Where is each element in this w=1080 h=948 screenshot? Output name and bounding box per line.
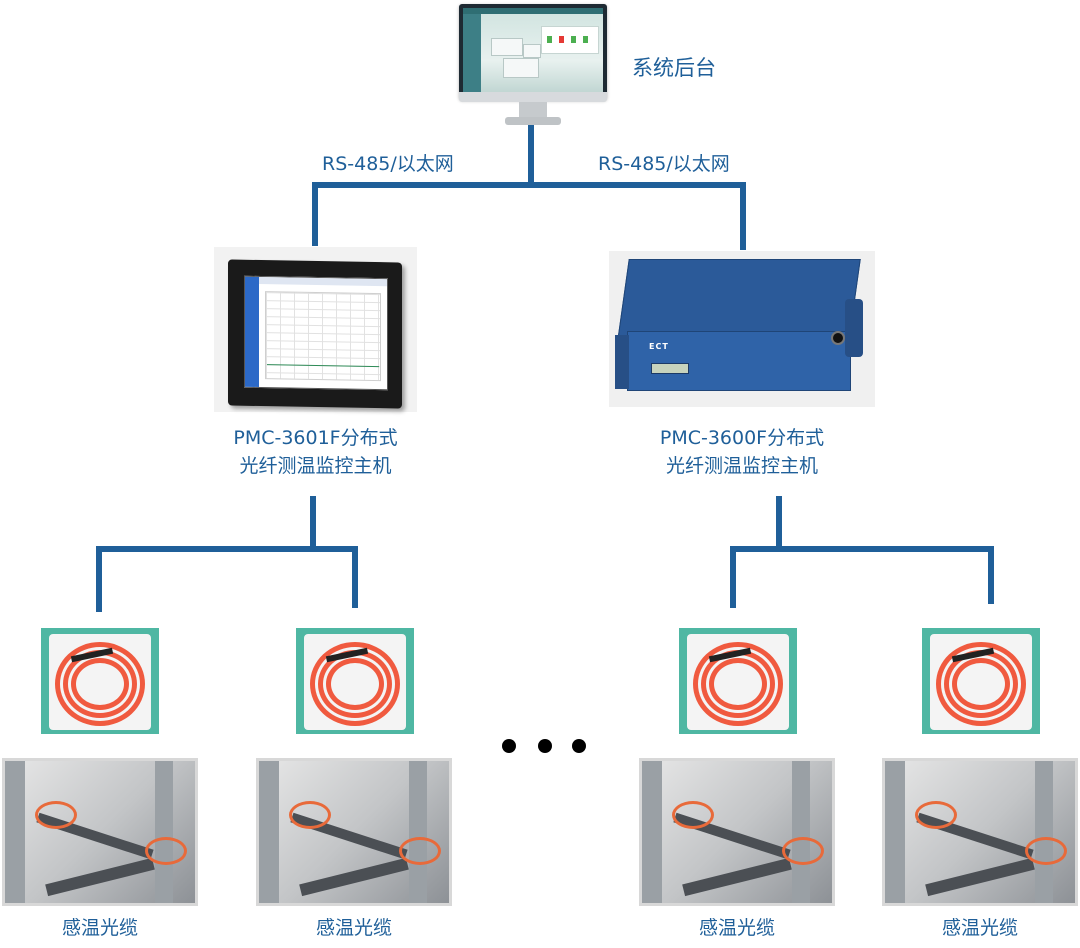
fiber-coil-image	[922, 628, 1040, 734]
host-1-description: 光纤测温监控主机	[239, 455, 392, 477]
host-left-down-wire	[310, 496, 316, 550]
installation-photo	[256, 758, 452, 906]
fiber-coil-image	[296, 628, 414, 734]
link-label-right: RS-485/以太网	[598, 153, 730, 175]
link-label-left: RS-485/以太网	[322, 153, 454, 175]
host-2-description: 光纤测温监控主机	[665, 455, 818, 477]
installation-photo	[639, 758, 835, 906]
cable-label: 感温光缆	[315, 917, 392, 939]
more-branches-ellipsis	[500, 734, 590, 758]
right-branch-bus-wire	[730, 546, 994, 552]
left-branch-b-wire	[352, 546, 358, 608]
backend-monitor-image	[459, 4, 607, 126]
rack-logo: ECT	[649, 342, 669, 351]
host-panel-pc-image	[214, 247, 417, 412]
fiber-coil-image	[41, 628, 159, 734]
installation-photo	[882, 758, 1078, 906]
left-branch-a-wire	[96, 546, 102, 612]
host-right-up-wire	[740, 182, 746, 250]
right-branch-b-wire	[988, 546, 994, 604]
cable-label: 感温光缆	[61, 917, 138, 939]
cable-label: 感温光缆	[698, 917, 775, 939]
host-rack-unit-image: ECT	[609, 251, 875, 407]
fiber-coil-image	[679, 628, 797, 734]
backend-label: 系统后台	[632, 56, 716, 80]
cable-label: 感温光缆	[941, 917, 1018, 939]
host-2-model: PMC-3600F分布式	[659, 427, 825, 449]
host-1-model: PMC-3601F分布式	[233, 427, 398, 449]
backend-bus-wire	[312, 182, 746, 188]
backend-drop-wire	[528, 124, 534, 186]
right-branch-a-wire	[730, 546, 736, 608]
host-left-up-wire	[312, 182, 318, 246]
left-branch-bus-wire	[96, 546, 358, 552]
host-right-down-wire	[776, 496, 782, 550]
installation-photo	[2, 758, 198, 906]
